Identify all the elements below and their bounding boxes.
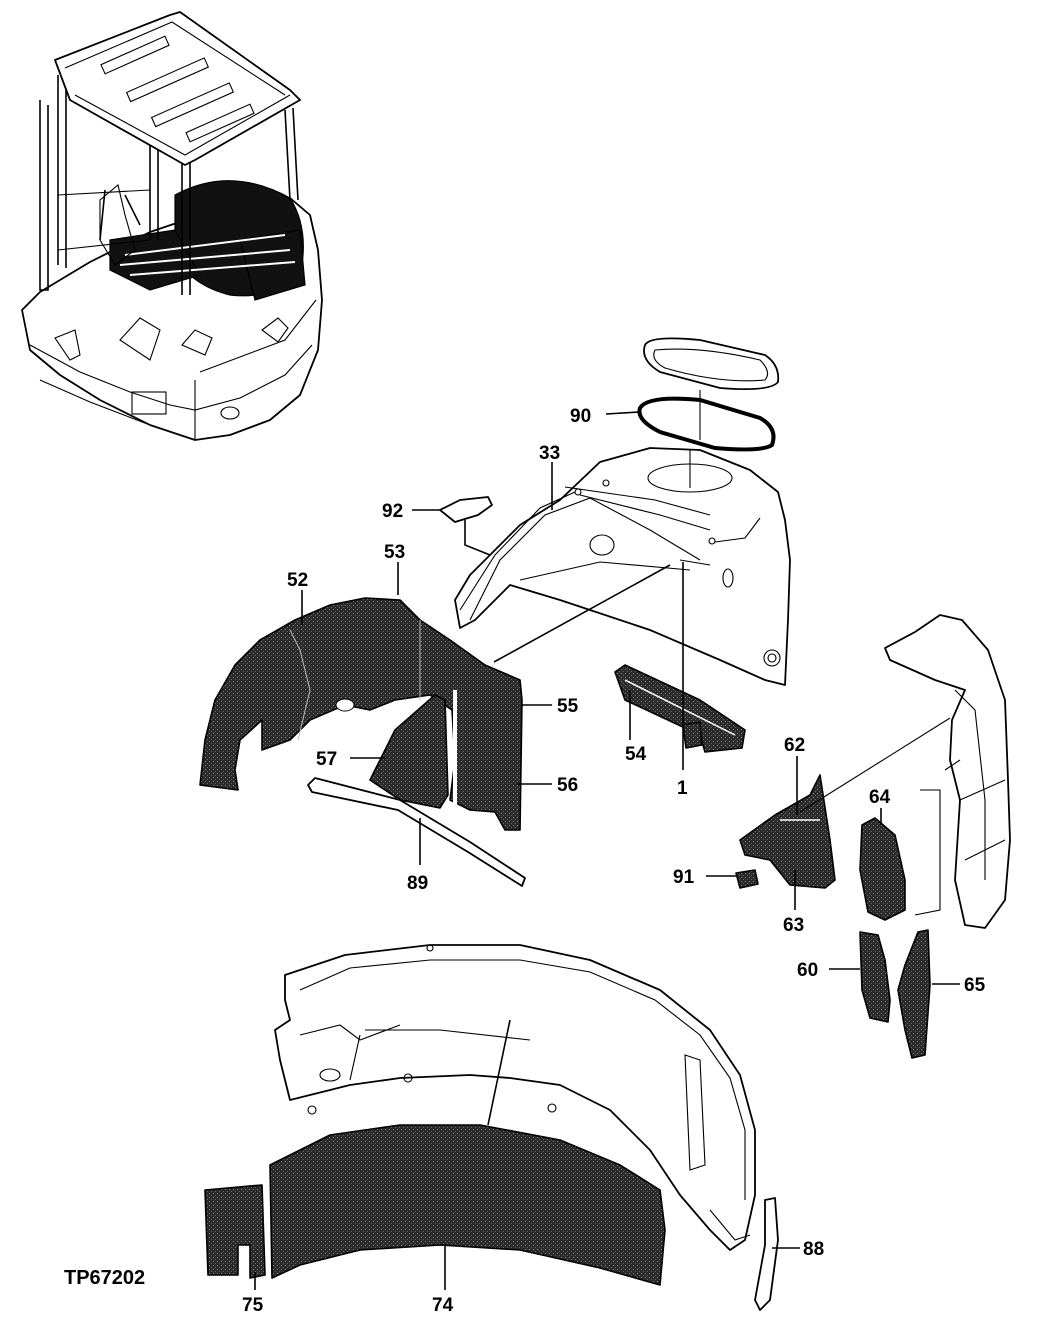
right-side-panel-group (735, 614, 1011, 1059)
part-92-pad (439, 496, 493, 523)
insulation-panels-52-57 (199, 597, 526, 887)
callout-90: 90 (570, 406, 591, 427)
callout-60: 60 (797, 960, 818, 981)
callout-54: 54 (625, 744, 647, 765)
callout-75: 75 (242, 1295, 264, 1316)
callout-88: 88 (803, 1239, 824, 1260)
callout-33: 33 (539, 443, 560, 464)
callout-55: 55 (557, 696, 579, 717)
callout-91: 91 (673, 867, 695, 888)
callout-57: 57 (316, 749, 337, 770)
figure-id: TP67202 (64, 1267, 145, 1289)
callout-65: 65 (964, 975, 986, 996)
callout-89: 89 (407, 873, 428, 894)
leader-lines (254, 411, 960, 1290)
part-33-cover (454, 447, 791, 686)
bottom-counterweight-cover (204, 944, 779, 1311)
part-90-seal-group (637, 337, 780, 452)
callout-56: 56 (557, 775, 578, 796)
part-54-bracket (614, 664, 746, 753)
callout-52: 52 (287, 570, 308, 591)
callout-64: 64 (869, 787, 891, 808)
callout-63: 63 (783, 915, 804, 936)
callout-62: 62 (784, 735, 805, 756)
callout-53: 53 (384, 542, 405, 563)
callout-labels: 90 33 92 53 52 55 54 62 57 56 1 64 91 89… (242, 406, 986, 1316)
machine-overview-illustration (21, 11, 323, 441)
callout-92: 92 (382, 501, 403, 522)
callout-74: 74 (432, 1295, 454, 1316)
callout-1: 1 (677, 778, 688, 799)
